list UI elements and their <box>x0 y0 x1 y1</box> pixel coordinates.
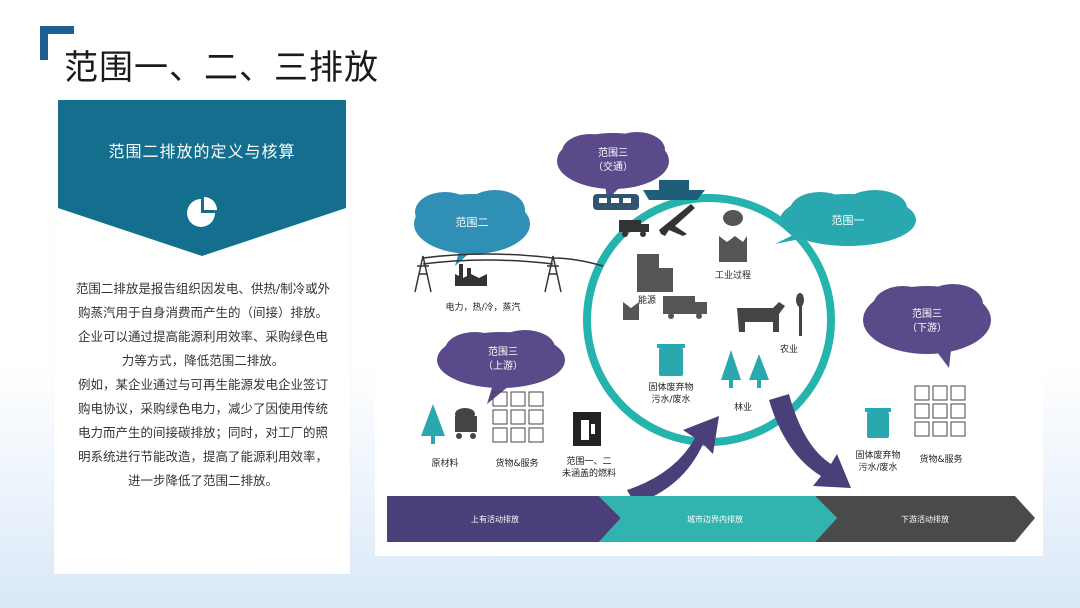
downstream-bar <box>815 496 1035 542</box>
cloud-scope2: 范围二 <box>414 190 530 266</box>
goods-grid-icon <box>492 391 544 443</box>
downstream-arrow <box>769 394 851 488</box>
power-tower-icon <box>414 253 604 293</box>
fuel-label-line1: 范围一、二 <box>566 455 611 467</box>
upstream-bar-label: 上有活动排放 <box>471 514 519 524</box>
cloud-scope3-upstream-line1: 范围三 <box>488 345 518 358</box>
definition-banner <box>58 100 346 256</box>
power-heat-steam-label: 电力，热/冷，蒸汽 <box>445 301 520 313</box>
cloud-scope1-label: 范围一 <box>832 213 865 227</box>
cloud-scope1: 范围一 <box>775 190 916 246</box>
recycle-bin-icon <box>865 408 891 438</box>
title-corner-mark <box>40 26 74 60</box>
industrial-process-label: 工业过程 <box>715 269 751 281</box>
page-title: 范围一、二、三排放 <box>64 48 379 88</box>
recycle-bin-icon <box>657 344 685 376</box>
downstream-waste-line1: 固体废弃物 <box>855 449 900 461</box>
cloud-scope3-transport-line2: （交通） <box>593 160 633 173</box>
tree-icon <box>421 404 445 444</box>
own-bar-label: 城市边界内排放 <box>687 514 743 524</box>
cloud-scope2-label: 范围二 <box>456 215 489 229</box>
minecart-icon <box>455 408 477 439</box>
own-bar <box>599 496 837 542</box>
factory-icon <box>455 264 487 286</box>
cloud-scope3-upstream: 范围三 （上游） <box>437 330 565 404</box>
example-paragraph: 例如，某企业通过与可再生能源发电企业签订购电协议，采购绿色电力，减少了因使用传统… <box>77 377 328 488</box>
cloud-scope3-downstream: 范围三 （下游） <box>863 284 991 368</box>
energy-label: 能源 <box>638 294 656 306</box>
goods-grid-icon <box>914 385 966 437</box>
solid-waste-label-line1: 固体废弃物 <box>648 381 693 393</box>
wheat-icon <box>796 293 804 336</box>
cloud-scope3-transport-line1: 范围三 <box>598 146 628 159</box>
upstream-bar <box>387 496 621 542</box>
ship-icon <box>643 180 705 200</box>
pie-chart-icon <box>187 197 217 227</box>
truck-icon <box>663 296 707 319</box>
downstream-goods-label: 货物&服务 <box>919 453 962 465</box>
raw-materials-label: 原材料 <box>431 457 458 469</box>
industrial-process-icon <box>719 210 747 262</box>
cloud-scope3-transport: 范围三 （交通） <box>557 132 669 200</box>
building-icon <box>637 254 673 292</box>
energy-factory-icon <box>623 302 639 320</box>
cloud-scope3-downstream-line1: 范围三 <box>912 307 942 320</box>
agriculture-label: 农业 <box>780 343 798 355</box>
tree-icon <box>721 350 769 388</box>
definition-paragraph: 范围二排放是报告组织因发电、供热/制冷或外购蒸汽用于自身消费而产生的（间接）排放… <box>75 281 331 368</box>
emissions-diagram: 范围二 范围三 （交通） 范围一 范围三 （上游） 范围三 （下游） <box>375 124 1043 556</box>
airplane-icon <box>659 204 695 236</box>
train-icon <box>593 194 639 210</box>
definition-text: 范围二排放是报告组织因发电、供热/制冷或外购蒸汽用于自身消费而产生的（间接）排放… <box>72 277 334 493</box>
banner-label: 范围二排放的定义与核算 <box>108 142 296 161</box>
downstream-bar-label: 下游活动排放 <box>901 514 949 524</box>
truck-icon <box>619 220 649 237</box>
fuel-pump-icon <box>573 412 601 446</box>
downstream-waste-line2: 污水/废水 <box>858 461 897 473</box>
fuel-label-line2: 未涵盖的燃料 <box>562 467 616 479</box>
emissions-diagram-svg: 范围二 范围三 （交通） 范围一 范围三 （上游） 范围三 （下游） <box>387 132 1035 542</box>
cloud-scope3-upstream-line2: （上游） <box>483 359 523 372</box>
solid-waste-label-line2: 污水/废水 <box>651 393 690 405</box>
forestry-label: 林业 <box>734 401 752 413</box>
upstream-arrow <box>627 416 719 504</box>
cloud-scope3-downstream-line2: （下游） <box>907 321 947 334</box>
goods-services-label: 货物&服务 <box>495 457 538 469</box>
cow-icon <box>737 302 785 332</box>
